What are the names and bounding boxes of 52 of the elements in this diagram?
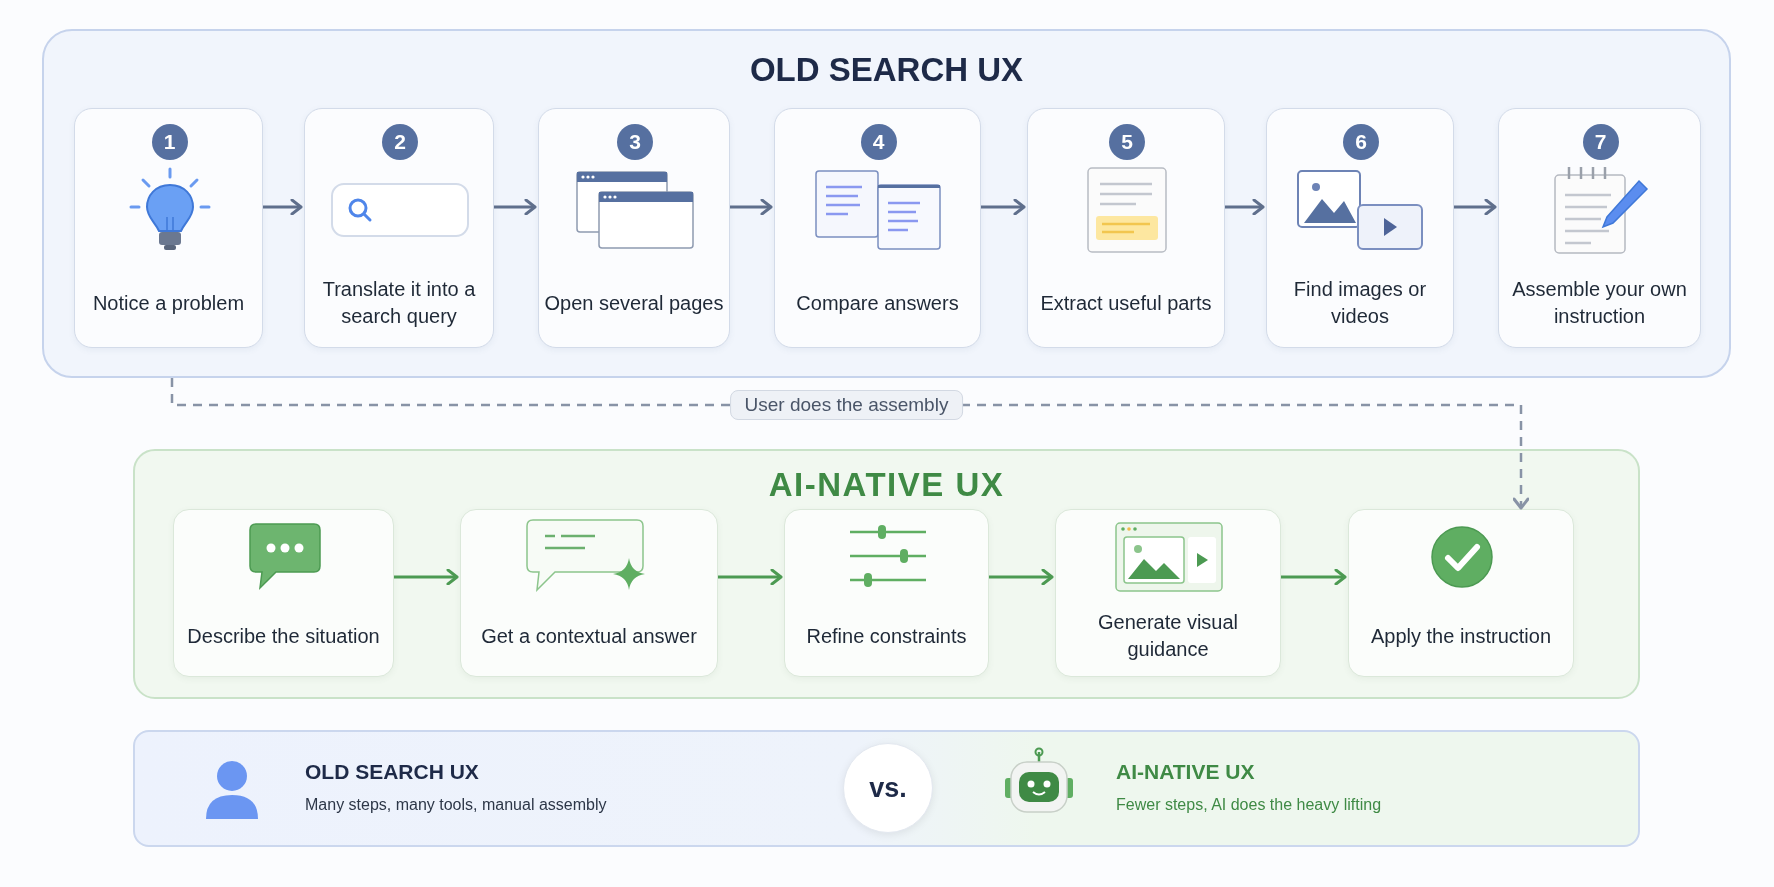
step-label: Compare answers <box>796 290 959 316</box>
step-card <box>304 108 494 348</box>
step-card <box>1027 108 1225 348</box>
step-number: 1 <box>151 124 188 160</box>
panel <box>133 449 1640 699</box>
comparison-heading: AI-NATIVE UX <box>1116 760 1255 784</box>
step-label: Get a contextual answer <box>481 623 697 649</box>
step-label: Notice a problem <box>92 290 245 316</box>
step-label: Refine constraints <box>806 623 967 649</box>
step-label: Find images or videos <box>1292 277 1428 329</box>
step-number: 3 <box>617 124 653 160</box>
panel-title: OLD SEARCH UX <box>748 51 1025 89</box>
step-number: 6 <box>1343 124 1379 160</box>
arrow <box>981 198 1026 216</box>
arrow <box>718 568 783 586</box>
step-card <box>1055 509 1281 677</box>
arrow <box>730 198 773 216</box>
arrow <box>1454 198 1497 216</box>
step-label: Describe the situation <box>187 623 380 649</box>
step-label: Translate it into a search query <box>321 277 477 329</box>
step-label: Generate visual guidance <box>1096 610 1240 662</box>
arrow <box>494 198 537 216</box>
panel-title: AI-NATIVE UX <box>767 466 1006 504</box>
step-card <box>460 509 718 677</box>
step-card <box>173 509 394 677</box>
edge-label: User does the assembly <box>729 390 964 420</box>
comparison-text: Many steps, many tools, manual assembly <box>305 796 607 814</box>
panel <box>42 29 1731 378</box>
step-card <box>784 509 989 677</box>
step-label: Assemble your own instruction <box>1511 277 1688 329</box>
step-card <box>1266 108 1454 348</box>
arrow <box>394 568 459 586</box>
arrow <box>1225 198 1265 216</box>
comparison-panel <box>133 730 1640 847</box>
step-label: Extract useful parts <box>1040 290 1212 316</box>
step-number: 5 <box>1109 124 1145 160</box>
step-number: 7 <box>1582 124 1619 160</box>
arrow <box>263 198 303 216</box>
comparison-heading: OLD SEARCH UX <box>305 760 479 784</box>
arrow <box>1281 568 1347 586</box>
step-label: Apply the instruction <box>1370 623 1552 649</box>
step-label: Open several pages <box>544 290 724 316</box>
step-number: 4 <box>860 124 897 160</box>
vs-circle: vs. <box>843 743 933 833</box>
step-card <box>538 108 730 348</box>
step-card <box>774 108 981 348</box>
arrow <box>989 568 1054 586</box>
comparison-text: Fewer steps, AI does the heavy lifting <box>1116 796 1382 814</box>
step-card <box>1498 108 1701 348</box>
step-card <box>1348 509 1574 677</box>
step-card <box>74 108 263 348</box>
step-number: 2 <box>382 124 418 160</box>
